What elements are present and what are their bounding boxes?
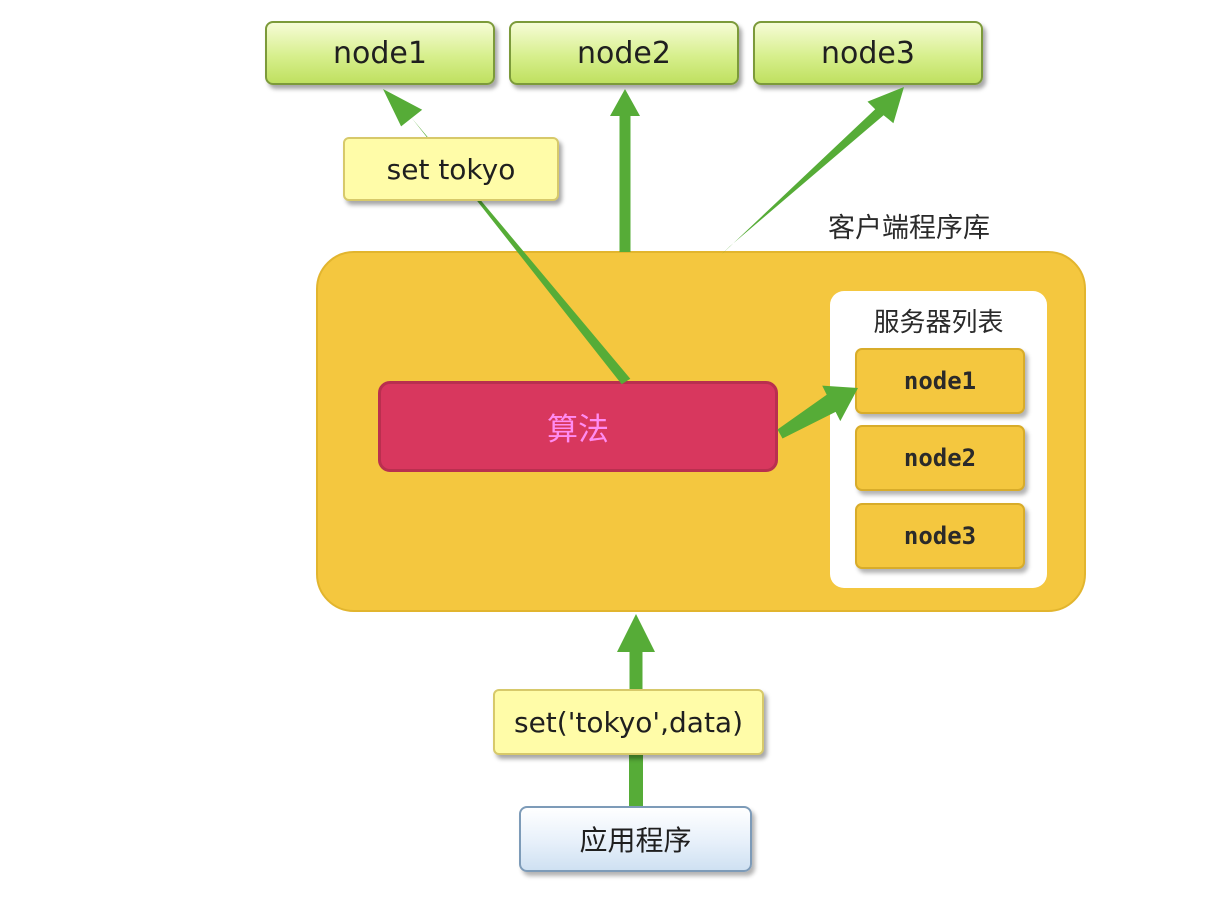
top-node-1-label: node1	[333, 35, 427, 71]
server-list-node-3: node3	[855, 503, 1025, 569]
arrow-set-call-to-client	[617, 614, 655, 690]
client-library-caption: 客户端程序库	[828, 213, 990, 244]
top-node-1: node1	[265, 21, 495, 85]
algorithm-label: 算法	[547, 412, 609, 448]
set-tokyo-label: set tokyo	[343, 137, 559, 201]
server-list-node-1: node1	[855, 348, 1025, 414]
arrow-app-to-set-call	[629, 755, 643, 806]
top-node-3: node3	[753, 21, 983, 85]
top-node-3-label: node3	[821, 35, 915, 71]
set-tokyo-text: set tokyo	[386, 152, 516, 186]
algorithm-box: 算法	[378, 381, 778, 472]
application-label: 应用程序	[579, 824, 692, 857]
top-node-2: node2	[509, 21, 739, 85]
top-node-2-label: node2	[577, 35, 671, 71]
application-box: 应用程序	[519, 806, 752, 872]
set-call-text: set('tokyo',data)	[513, 705, 744, 739]
server-list-node-1-label: node1	[903, 367, 977, 395]
server-list-node-3-label: node3	[903, 522, 977, 550]
server-list-title: 服务器列表	[873, 307, 1004, 338]
server-list-node-2: node2	[855, 425, 1025, 491]
arrow-client-to-node2	[610, 89, 640, 252]
set-call-label: set('tokyo',data)	[493, 689, 764, 755]
server-list-node-2-label: node2	[903, 444, 977, 472]
